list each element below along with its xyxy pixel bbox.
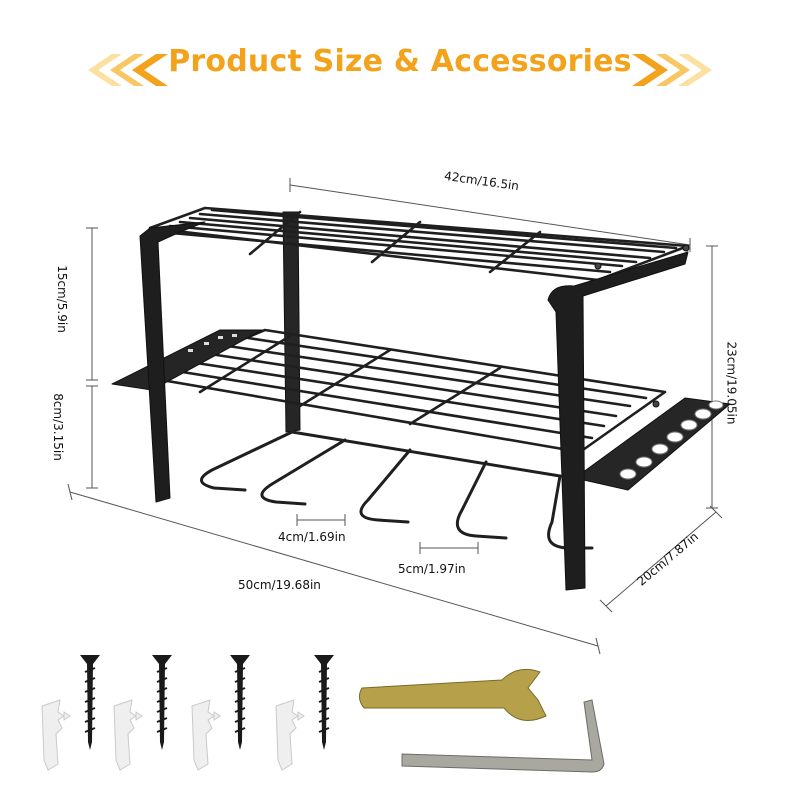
screw-icon <box>80 655 100 750</box>
wrench-icon <box>358 668 547 721</box>
wall-anchor-icon <box>275 699 305 771</box>
dim-lower-height: 8cm/3.15in <box>50 393 65 461</box>
dimension-lines <box>67 178 723 655</box>
dim-slot-width: 5cm/1.97in <box>398 562 466 576</box>
page-title: Product Size & Accessories <box>168 44 632 79</box>
chevron-left-icon <box>88 54 168 86</box>
dim-length: 50cm/19.68in <box>238 578 321 592</box>
drill-slots <box>200 430 594 550</box>
dim-total-height: 23cm/19.05in <box>724 341 739 425</box>
dim-slot-gap: 4cm/1.69in <box>278 530 346 544</box>
wall-anchor-icon <box>191 699 221 771</box>
bracket-front-left <box>139 221 206 503</box>
screw-icon <box>230 655 250 750</box>
wall-anchor-icon <box>41 699 71 771</box>
screw-icon <box>314 655 334 750</box>
accessories <box>41 655 605 773</box>
plate-holes <box>619 400 724 480</box>
rack-illustration <box>111 206 731 591</box>
screw-icon <box>152 655 172 750</box>
header-banner: Product Size & Accessories <box>0 0 800 130</box>
wall-anchor-icon <box>113 699 143 771</box>
hex-key-icon <box>401 699 605 773</box>
bracket-front-right <box>547 251 689 591</box>
dim-top-height: 15cm/5.9in <box>54 265 69 333</box>
chevron-right-icon <box>632 54 712 86</box>
top-shelf <box>148 206 690 282</box>
